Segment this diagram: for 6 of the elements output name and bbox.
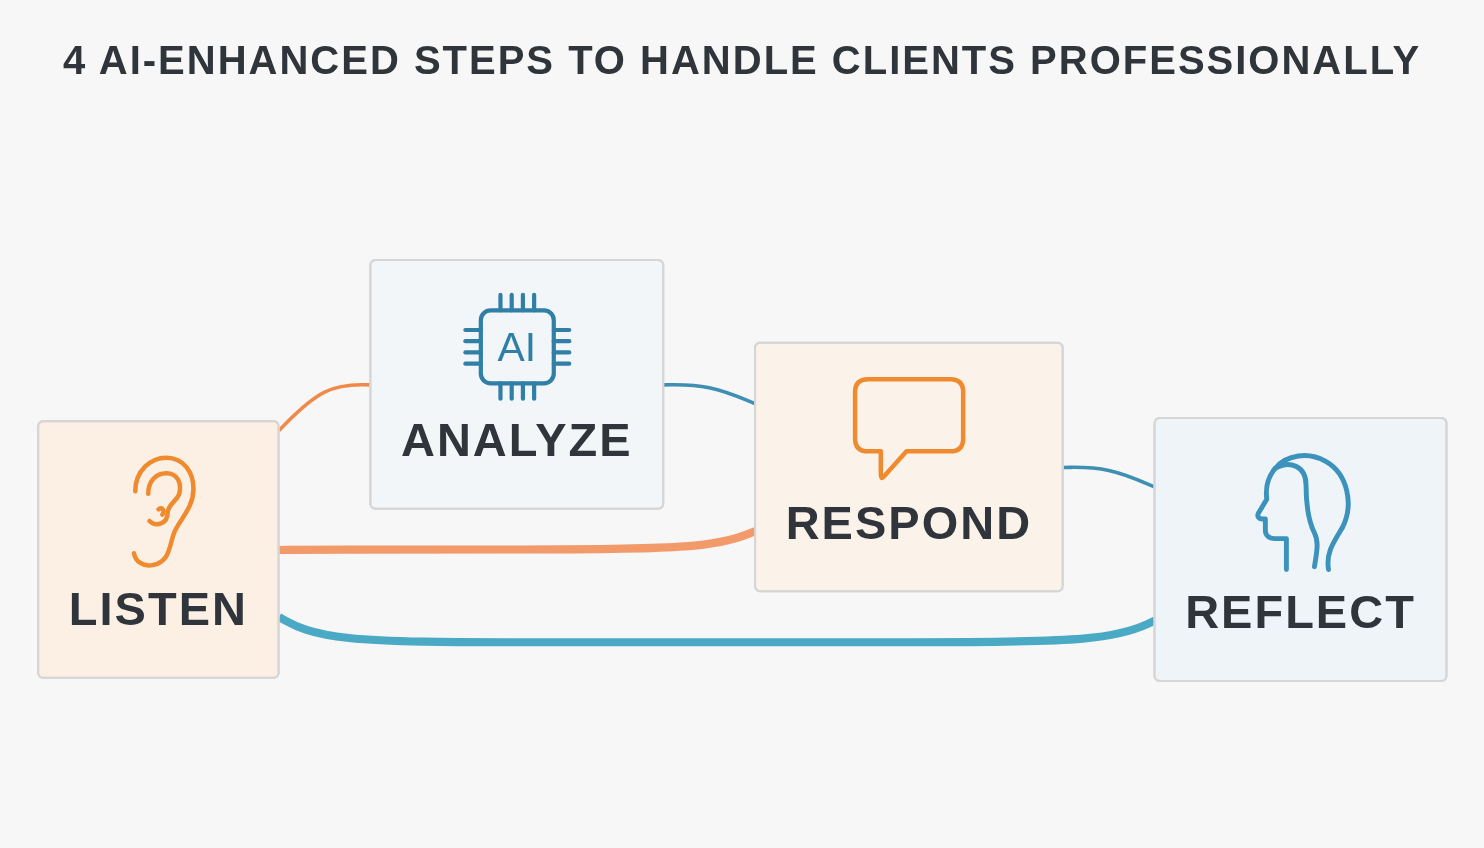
- step-label: RESPOND: [785, 495, 1032, 549]
- step-label: LISTEN: [68, 582, 248, 636]
- step-label: REFLECT: [1184, 585, 1416, 639]
- chip-text: AI: [496, 324, 537, 370]
- step-label: ANALYZE: [400, 413, 633, 467]
- title: 4 AI-ENHANCED STEPS TO HANDLE CLIENTS PROFESSIONALLY: [62, 38, 1422, 83]
